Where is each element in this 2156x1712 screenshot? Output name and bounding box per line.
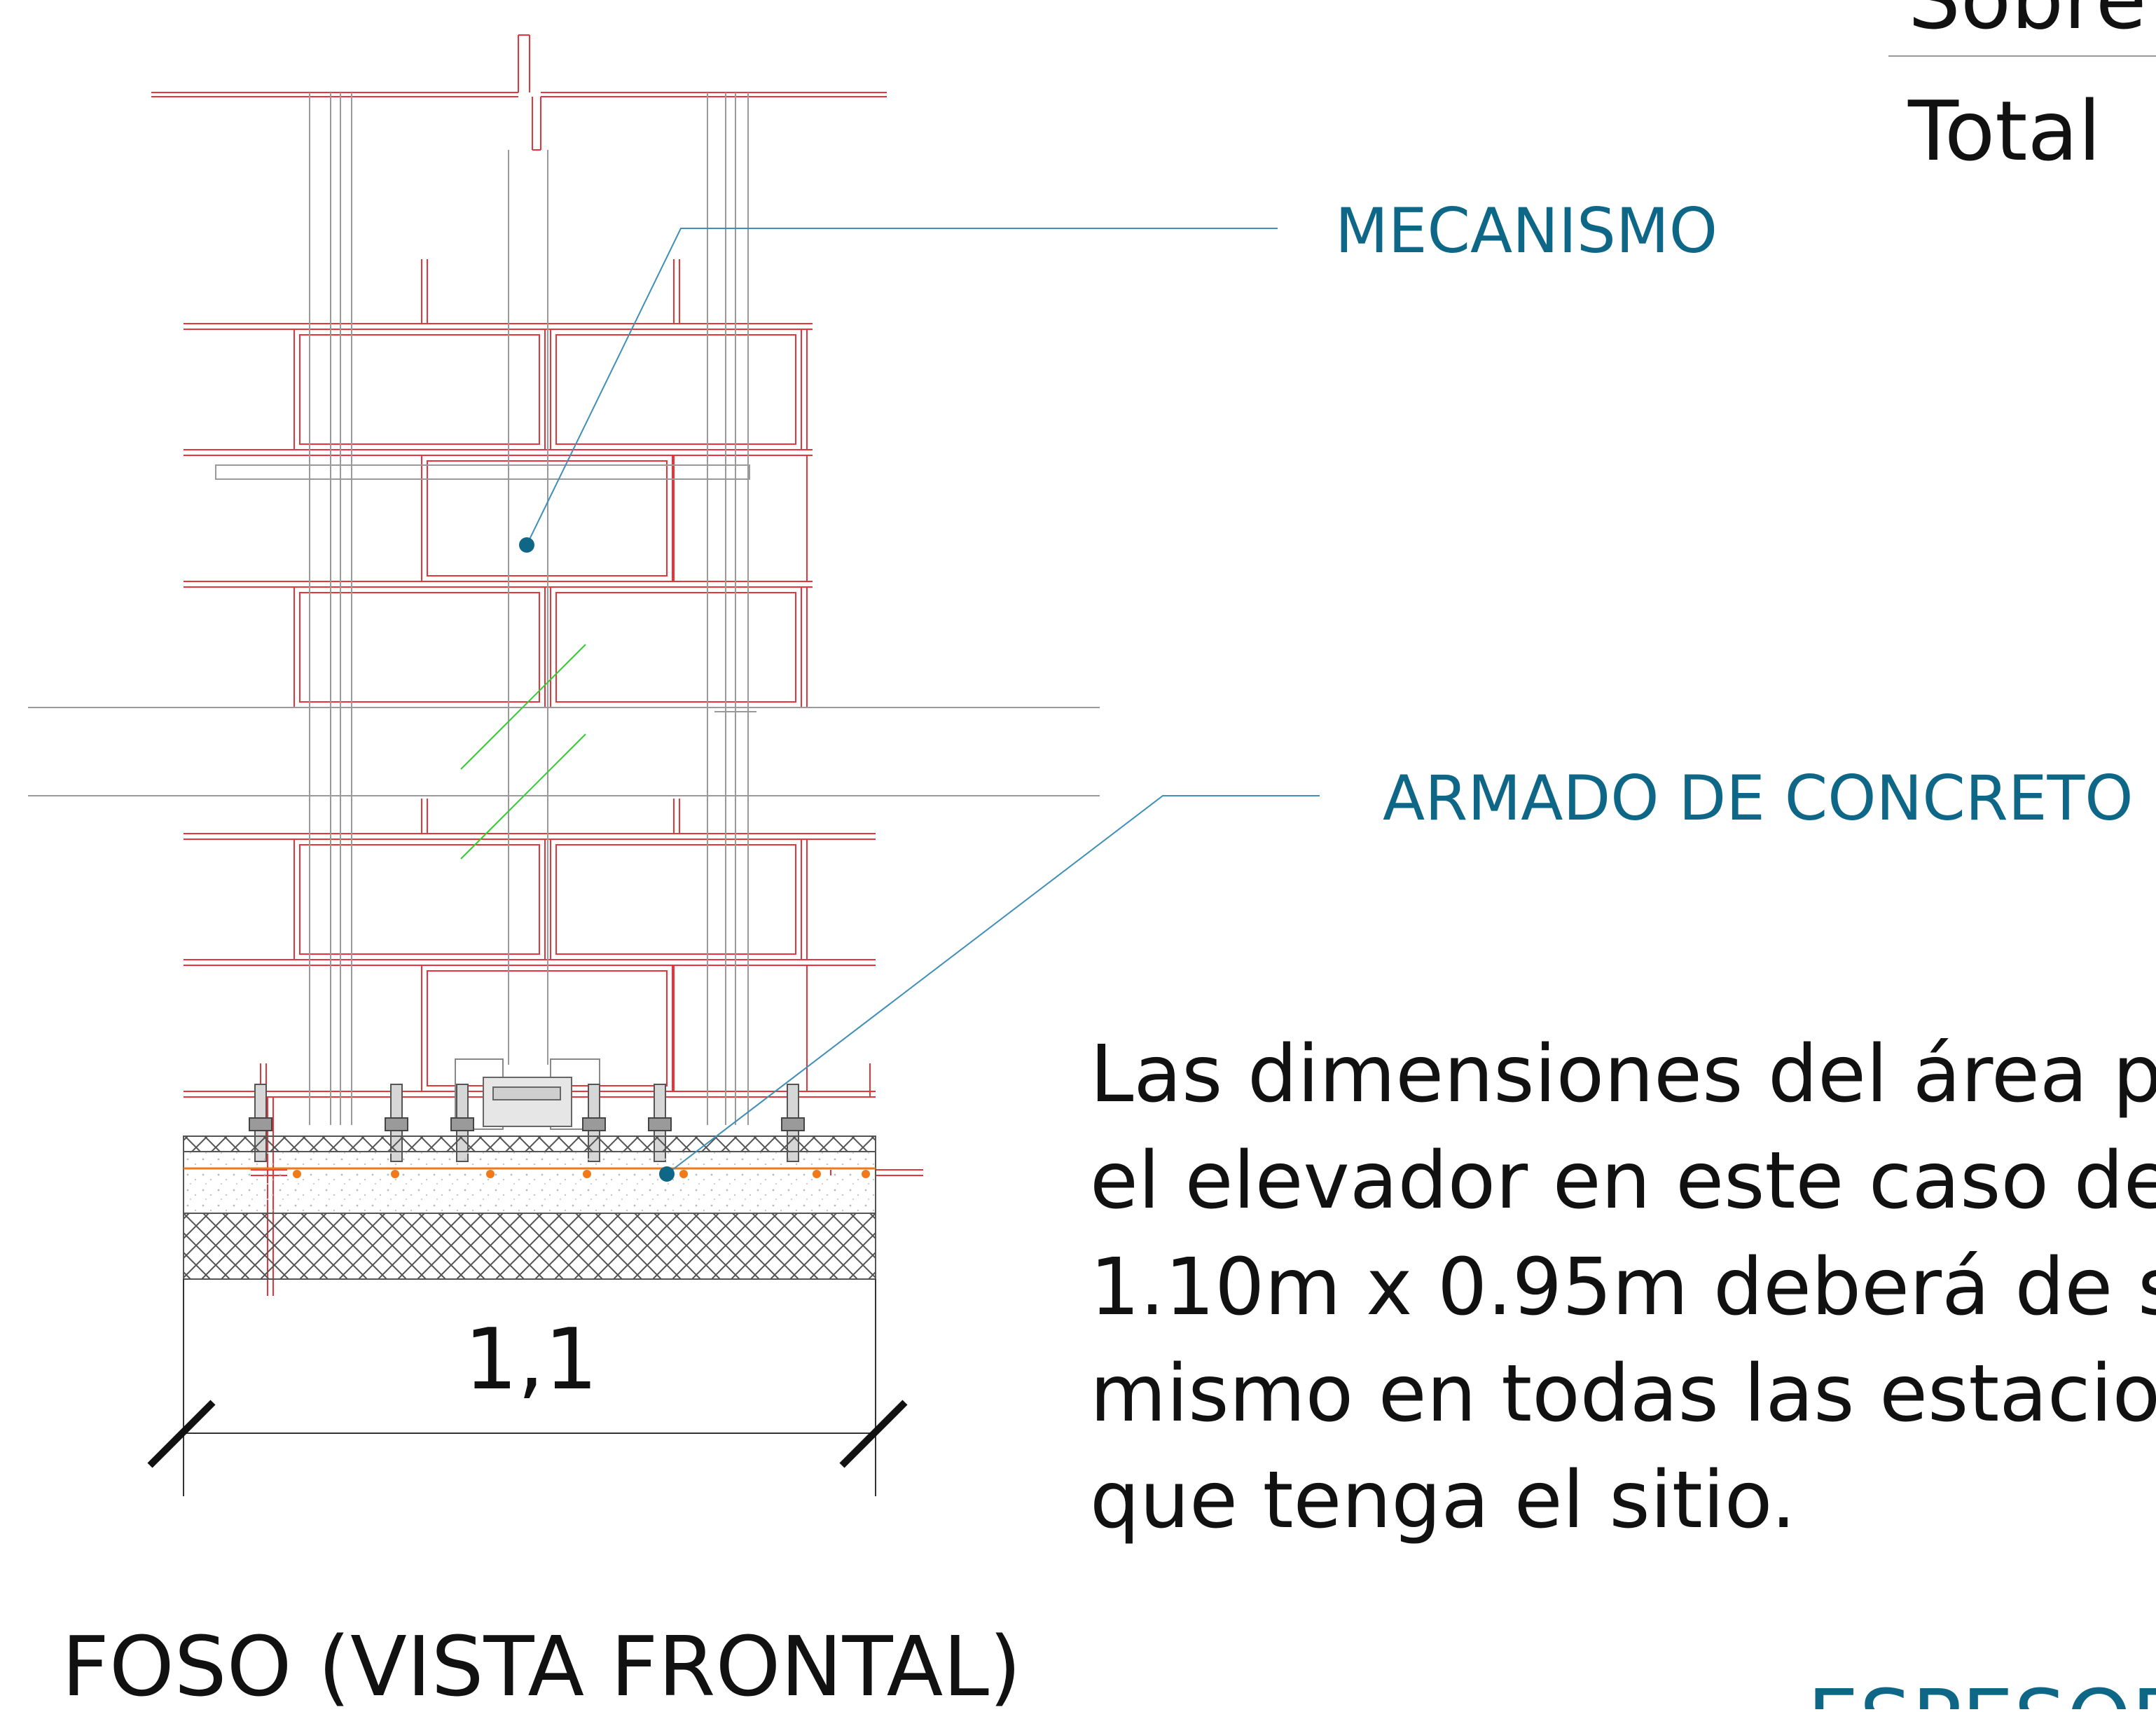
rebar-dot [679, 1170, 688, 1178]
rebar-dot [391, 1170, 399, 1178]
guide-rails [28, 92, 1100, 1125]
pit-buffers [249, 1058, 805, 1162]
table-row-total: Total [1907, 83, 2101, 179]
footer-fragment: ESPESOR D [1807, 1671, 2156, 1709]
note-line: el elevador en este caso de [1090, 1135, 2156, 1227]
dimension-tick-icon [147, 1400, 216, 1468]
brick-wall [151, 34, 923, 1296]
callout-armado-de-concreto: ARMADO DE CONCRETO [1383, 762, 2134, 834]
leader-lines [526, 228, 1320, 1175]
dimension-line [183, 1279, 876, 1496]
rebar-dot [486, 1170, 495, 1178]
note-line: mismo en todas las estacio [1090, 1348, 2156, 1440]
diagonal-marks [460, 644, 586, 860]
note-line: 1.10m x 0.95m deberá de se [1090, 1242, 2156, 1333]
dimension-tick-icon [839, 1400, 908, 1468]
pit-slab [183, 1135, 876, 1280]
rebar-dot [862, 1170, 870, 1178]
table-fragment: Sobre Total [1888, 0, 2156, 179]
rebar-dot [813, 1170, 821, 1178]
drawing-title: FOSO (VISTA FRONTAL) [62, 1618, 1021, 1709]
note-line: Las dimensiones del área p [1090, 1029, 2156, 1120]
rebar-dot [293, 1170, 301, 1178]
note-line: que tenga el sitio. [1090, 1455, 1796, 1546]
callout-mecanismo: MECANISMO [1335, 195, 1718, 267]
rebar-dot [583, 1170, 591, 1178]
note-paragraph: Las dimensiones del área p el elevador e… [1090, 1029, 2156, 1546]
dimension-label: 1,1 [464, 1311, 598, 1409]
leader-dot-icon [659, 1166, 675, 1182]
table-row-sobre: Sobre [1908, 0, 2147, 48]
leader-dot-icon [519, 537, 534, 553]
